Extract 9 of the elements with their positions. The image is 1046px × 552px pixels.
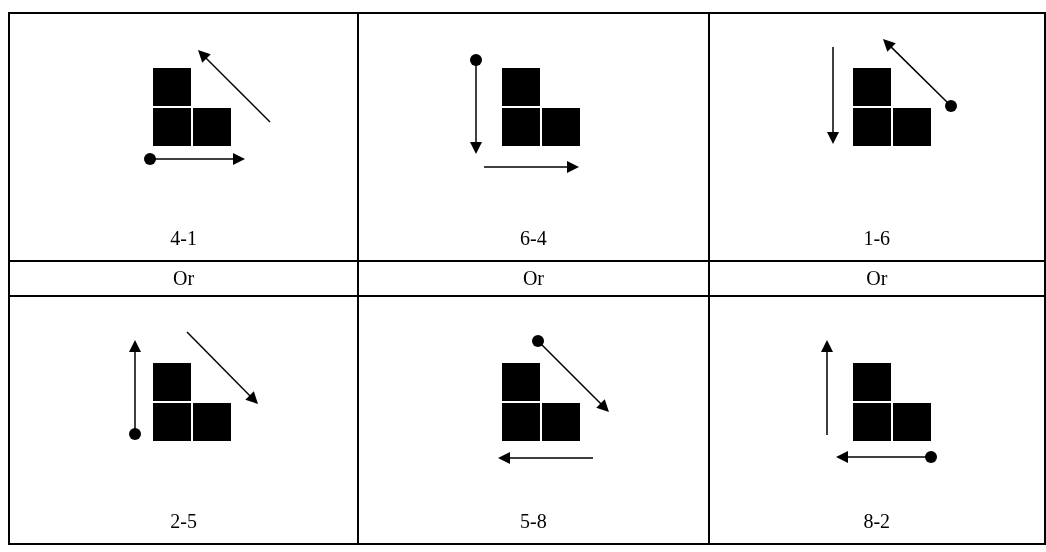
move-label: 4-1 xyxy=(170,227,197,250)
move-label: 8-2 xyxy=(863,510,891,533)
alternative-label: Or xyxy=(866,267,888,289)
alternative-label: Or xyxy=(173,267,195,289)
move-label: 5-8 xyxy=(520,510,547,533)
move-label: 1-6 xyxy=(863,227,891,250)
move-label: 2-5 xyxy=(170,510,197,533)
move-label: 6-4 xyxy=(520,227,547,250)
alternative-label: Or xyxy=(522,267,544,289)
